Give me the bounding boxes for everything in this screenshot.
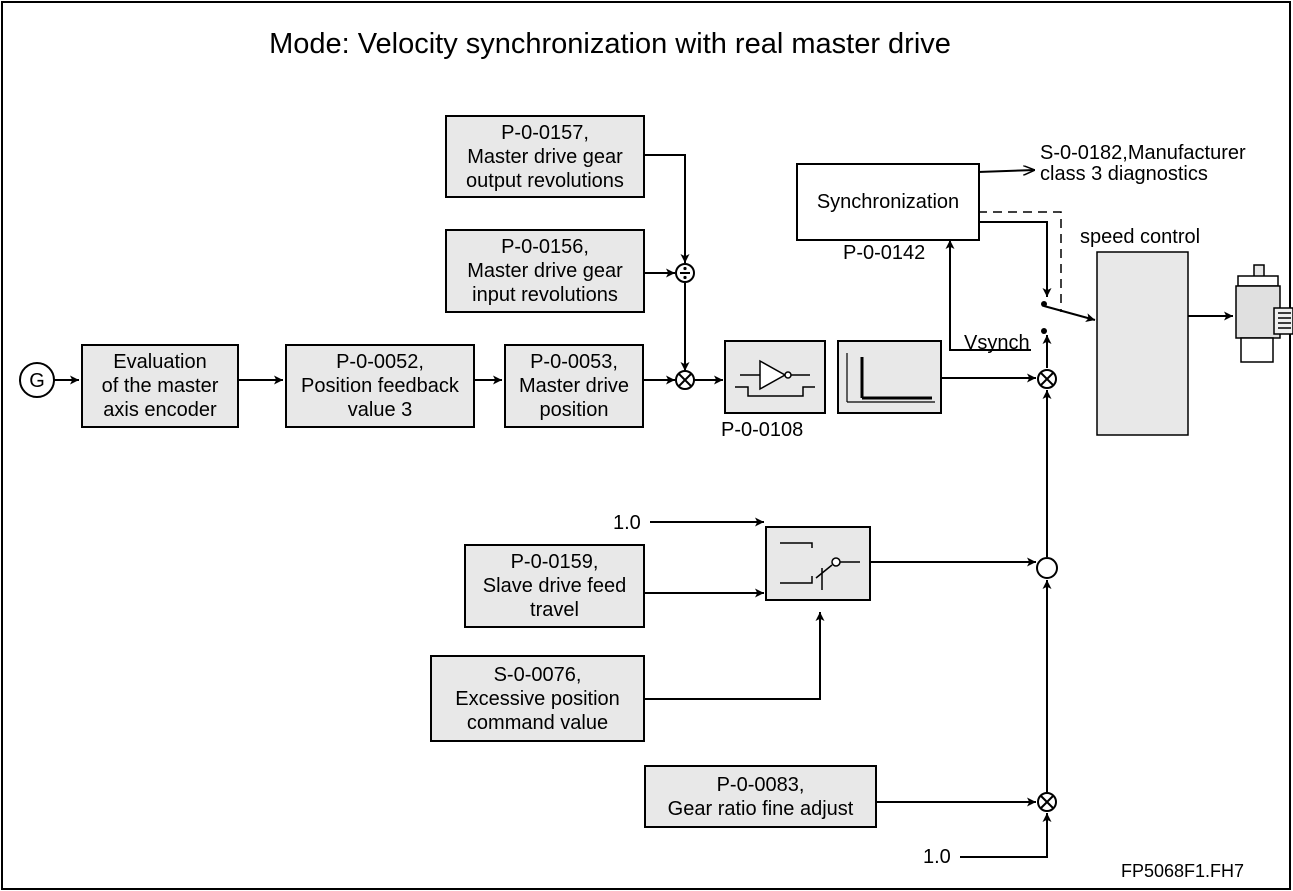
label-s0182-line1: S-0-0182,Manufacturer [1040,142,1246,164]
selector-switch-icon [780,542,860,590]
block-line: input revolutions [472,284,618,306]
block-synchronization: Synchronization [796,163,980,241]
block-evaluation-master-encoder: Evaluation of the master axis encoder [81,344,239,428]
graph-icon [846,353,935,403]
block-p0053-master-drive-position: P-0-0053, Master drive position [504,344,644,428]
block-line: output revolutions [466,169,624,192]
block-line: Synchronization [816,191,960,213]
block-line: Position feedback [301,375,459,397]
block-line: Master drive [518,375,630,397]
block-p0083-gear-ratio-fine-adjust: P-0-0083, Gear ratio fine adjust [644,765,877,828]
block-line: P-0-0083, [716,773,805,796]
speed-control-block [1096,251,1189,436]
signal-wires [54,154,1233,858]
graph-block [837,340,942,414]
label-p0142: P-0-0142 [843,242,926,264]
block-line: Evaluation [113,351,207,373]
summing-node [1036,557,1058,579]
motor-icon [1235,264,1293,363]
diagram-title: Mode: Velocity synchronization with real… [269,28,951,60]
block-line: command value [466,711,609,734]
label-input-one-top: 1.0 [613,512,641,534]
block-line: P-0-0053, [530,351,618,373]
multiply-node-bottom [1037,792,1057,812]
block-line: of the master [101,375,219,397]
block-line: position [539,399,609,421]
label-input-one-bottom: 1.0 [923,846,951,868]
block-line: P-0-0159, [510,551,599,573]
multiply-node-right [1037,369,1057,389]
block-line: Master drive gear [467,260,623,282]
block-line: value 3 [347,399,413,421]
block-line: travel [530,599,579,621]
generator-letter: G [29,370,45,392]
block-p0156-gear-input-revolutions: P-0-0156, Master drive gear input revolu… [445,229,645,313]
block-line: P-0-0156, [501,236,589,258]
divide-node [675,263,695,283]
block-line: axis encoder [103,399,217,421]
block-line: S-0-0076, [493,663,582,686]
multiply-node-main [675,370,695,390]
label-s0182-line2: class 3 diagnostics [1040,163,1208,185]
block-line: Gear ratio fine adjust [667,797,854,820]
inverter-icon [735,359,815,397]
label-speed-control: speed control [1080,226,1201,248]
label-file-id: FP5068F1.FH7 [1121,861,1245,881]
dashed-sync-link [978,211,1062,312]
switch-contact-upper [1041,301,1047,307]
block-line: P-0-0157, [501,121,589,144]
label-p0108: P-0-0108 [721,419,804,441]
label-vsynch: Vsynch [964,332,1030,354]
block-s0076-excessive-position: S-0-0076, Excessive position command val… [430,655,645,742]
switch-contact-lower [1041,328,1047,334]
block-line: Slave drive feed [482,575,627,597]
block-line: Master drive gear [467,145,623,168]
block-p0157-gear-output-revolutions: P-0-0157, Master drive gear output revol… [445,115,645,198]
block-line: Excessive position [455,687,620,710]
block-p0159-slave-drive-feed-travel: P-0-0159, Slave drive feed travel [464,544,645,628]
block-line: P-0-0052, [336,351,424,373]
block-p0052-position-feedback: P-0-0052, Position feedback value 3 [285,344,475,428]
limit-selector-block [765,526,871,601]
